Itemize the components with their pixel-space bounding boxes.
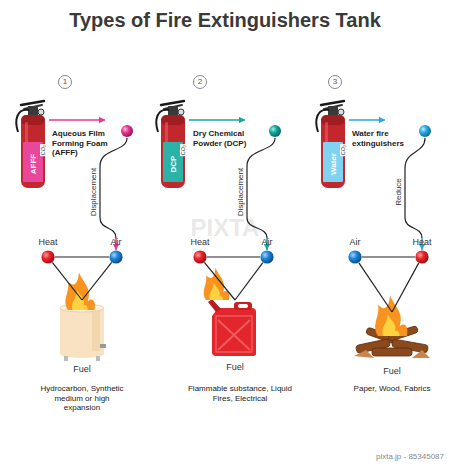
callout-number: 3 (328, 75, 342, 89)
element-ball: Heat (415, 250, 429, 264)
connector-line (405, 138, 425, 238)
agent-tag: CO₂ (40, 144, 46, 156)
fuel-caption: Hydrocarbon, Synthetic medium or high ex… (38, 384, 126, 413)
fuel-source: Fuel (352, 312, 432, 360)
connector (55, 257, 109, 258)
connector (204, 262, 235, 300)
extinguisher-name: Dry Chemical Powder (DCP) (193, 129, 263, 148)
agent-tag: CO₂ (340, 144, 346, 156)
ball-shape (348, 250, 362, 264)
connector (235, 263, 263, 300)
title: Types of Fire Extinguishers Tank (0, 9, 450, 32)
fuel-label: Fuel (352, 366, 432, 376)
extinguisher-name: Aqueous Film Forming Foam (AFFF) (52, 129, 122, 158)
connector (392, 263, 419, 312)
fuel-source: Fuel (212, 300, 258, 356)
element-ball: Air (348, 250, 362, 264)
ball-fill (109, 250, 122, 263)
connector-line (55, 256, 109, 257)
connector-line (82, 262, 112, 300)
watermark: PIXTA (191, 214, 260, 242)
gas-tank (60, 304, 106, 361)
connector-line (204, 262, 235, 300)
extinguisher-type: DCP (169, 156, 178, 173)
element-label: Heat (412, 237, 431, 247)
edge-label: Displacement (89, 168, 98, 216)
connector (82, 262, 112, 300)
fuel-label: Fuel (60, 364, 104, 374)
connector-line (207, 256, 260, 257)
flame (375, 295, 407, 336)
element-ball: Heat (41, 250, 55, 264)
extinguisher-drawings (16, 101, 345, 188)
connector (359, 263, 392, 312)
element-label: Air (111, 237, 122, 247)
ball-fill (415, 250, 428, 263)
element-label: Air (350, 237, 361, 247)
connector (362, 257, 415, 258)
fuel-caption: Flammable substance, Liquid Fires, Elect… (184, 384, 296, 403)
ball-fill (260, 250, 273, 263)
callout-number: 2 (193, 75, 207, 89)
edge-label: Displacement (236, 168, 245, 216)
extinguisher: AFFFCO₂ (17, 98, 49, 188)
ball-fill (41, 250, 54, 263)
extinguisher: WaterCO₂ (317, 98, 349, 188)
ball-shape (109, 250, 123, 264)
connector (349, 117, 425, 250)
connector-line (235, 263, 263, 300)
fuel-source: Fuel (60, 300, 104, 358)
element-ball: Air (260, 250, 274, 264)
extinguisher-name: Water fire extinguishers (352, 129, 420, 148)
edge-label: Reduce (394, 178, 403, 206)
ball-shape (41, 250, 55, 264)
fuel-label: Fuel (212, 362, 258, 372)
connector-line (52, 262, 82, 300)
flame (204, 268, 229, 300)
connector (207, 257, 260, 258)
extinguisher: DCPCO₂ (157, 98, 189, 188)
ball-fill (348, 250, 361, 263)
agent-tag: CO₂ (180, 144, 186, 156)
ball-fill (193, 250, 206, 263)
extinguisher-type: AFFF (29, 154, 38, 174)
extinguisher-type: Water (329, 153, 338, 175)
ball-shape (260, 250, 274, 264)
connector (189, 117, 275, 250)
connector (52, 262, 82, 300)
ball-shape (193, 250, 207, 264)
connector-line (392, 263, 419, 312)
arrowhead (379, 117, 385, 123)
connector-line (359, 263, 392, 312)
connector-line (49, 119, 105, 121)
flame (65, 273, 94, 310)
jerry-can (208, 299, 256, 356)
arrowhead (239, 117, 245, 123)
connector (49, 117, 127, 250)
ball-shape (415, 250, 429, 264)
element-ball: Air (109, 250, 123, 264)
connector-line (100, 138, 127, 238)
watermark-id: pixta.jp - 85345087 (376, 452, 444, 461)
connector-line (189, 119, 245, 121)
fuel-caption: Paper, Wood, Fabrics (342, 384, 442, 394)
connector-line (362, 256, 415, 257)
element-label: Heat (38, 237, 57, 247)
element-ball: Heat (193, 250, 207, 264)
callout-number: 1 (58, 75, 72, 89)
element-label: Air (262, 237, 273, 247)
arrowhead (99, 117, 105, 123)
